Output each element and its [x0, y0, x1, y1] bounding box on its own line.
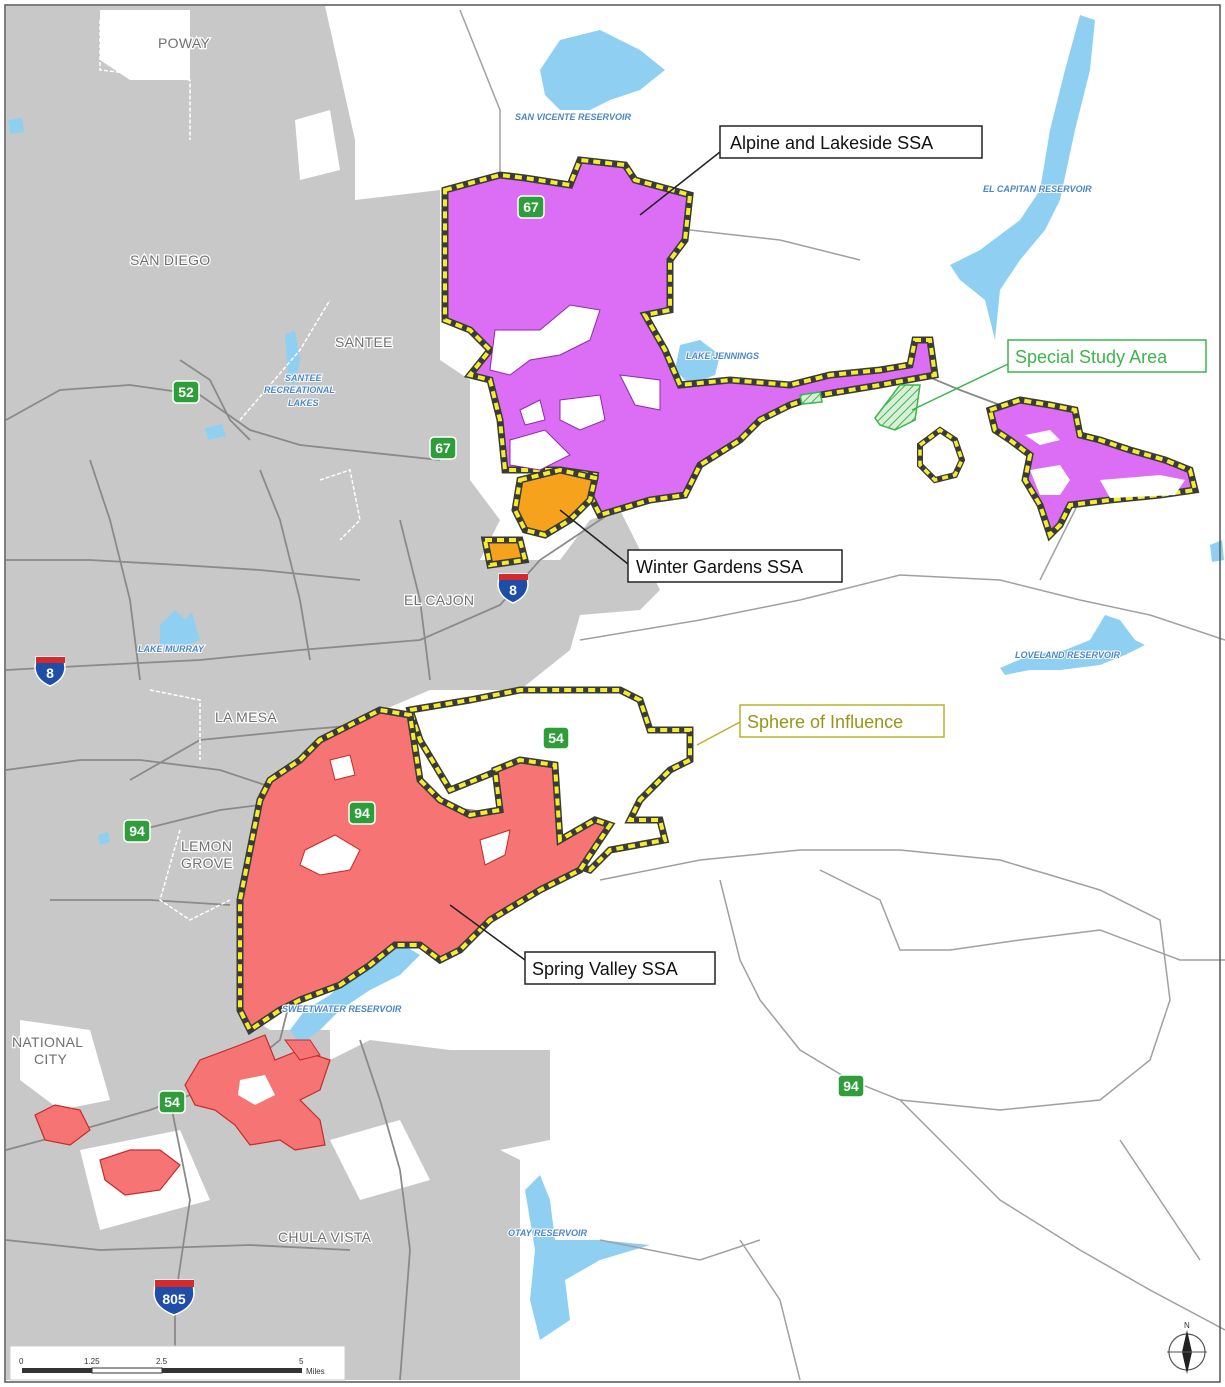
- loveland-reservoir: [1000, 615, 1145, 675]
- scale-unit: Miles: [306, 1367, 325, 1376]
- svg-text:Special Study Area: Special Study Area: [1015, 347, 1168, 367]
- callout-spring-valley: Spring Valley SSA: [449, 904, 716, 985]
- sweetwater-reservoir: [290, 940, 420, 1045]
- small-lake-2: [8, 118, 24, 134]
- svg-text:N: N: [1184, 1321, 1190, 1330]
- label-el-cajon: EL CAJON: [404, 592, 474, 608]
- svg-text:Alpine and Lakeside SSA: Alpine and Lakeside SSA: [730, 133, 933, 153]
- special-study-area: [799, 384, 966, 484]
- svg-text:94: 94: [843, 1078, 859, 1094]
- water-bodies: [8, 15, 1224, 1340]
- callout-winter-gardens: Winter Gardens SSA: [559, 509, 843, 583]
- label-san-vicente: SAN VICENTE RESERVOIR: [515, 112, 632, 122]
- label-city: CITY: [34, 1051, 67, 1067]
- callout-alpine-lakeside: Alpine and Lakeside SSA: [639, 125, 983, 216]
- scale-tick-3: 5: [299, 1357, 304, 1366]
- santee-lakes: [285, 330, 300, 385]
- place-labels: POWAY SAN DIEGO SANTEE EL CAJON LA MESA …: [11, 34, 476, 1247]
- interstate-8-shield-east: 8: [497, 573, 529, 604]
- rural-roads: [459, 9, 1225, 1381]
- route-94-shield-center: 94: [348, 801, 376, 825]
- north-arrow-icon: N: [1167, 1321, 1207, 1374]
- label-national: NATIONAL: [12, 1034, 83, 1050]
- svg-text:8: 8: [509, 582, 517, 598]
- map-frame: [4, 4, 1221, 1383]
- label-lake-murray: LAKE MURRAY: [138, 644, 205, 654]
- svg-text:Sphere of Influence: Sphere of Influence: [747, 712, 903, 732]
- label-santee: SANTEE: [335, 334, 393, 350]
- label-otay: OTAY RESERVOIR: [508, 1228, 588, 1238]
- urban-area: [6, 6, 660, 1380]
- lake-jennings: [675, 340, 720, 385]
- svg-text:Spring Valley SSA: Spring Valley SSA: [532, 959, 678, 979]
- svg-text:67: 67: [435, 440, 451, 456]
- water-labels: SAN VICENTE RESERVOIR EL CAPITAN RESERVO…: [137, 111, 1122, 1239]
- route-67-shield-south: 67: [429, 436, 457, 460]
- label-loveland: LOVELAND RESERVOIR: [1015, 650, 1121, 660]
- alpine-lakeside-ssa: [441, 156, 1200, 542]
- svg-text:54: 54: [548, 730, 564, 746]
- callouts: Alpine and Lakeside SSA Special Study Ar…: [449, 125, 1207, 985]
- label-grove: GROVE: [181, 855, 233, 871]
- scale-tick-2: 2.5: [156, 1357, 168, 1366]
- svg-text:805: 805: [162, 1291, 186, 1307]
- label-chula-vista: CHULA VISTA: [278, 1229, 372, 1245]
- route-94-shield-east: 94: [837, 1074, 865, 1098]
- scale-tick-1: 1.25: [84, 1357, 100, 1366]
- label-la-mesa: LA MESA: [215, 709, 277, 725]
- lake-murray: [160, 610, 200, 650]
- label-lake-jennings: LAKE JENNINGS: [686, 351, 759, 361]
- route-52-shield: 52: [172, 380, 200, 404]
- small-lake-4: [98, 832, 110, 845]
- san-vicente-reservoir: [540, 30, 665, 110]
- route-54-shield-north: 54: [542, 726, 570, 750]
- interstate-805-shield: 805: [153, 1279, 195, 1316]
- label-el-capitan: EL CAPITAN RESERVOIR: [983, 184, 1092, 194]
- label-santee-lakes-3: LAKES: [288, 398, 319, 408]
- spring-valley-ssa: [34, 706, 616, 1196]
- route-54-shield-south: 54: [158, 1090, 186, 1114]
- highway-shields: 67 67 52 54 54 94 94 94: [34, 195, 865, 1316]
- label-sweetwater: SWEETWATER RESERVOIR: [282, 1004, 402, 1014]
- scale-bar: 0 1.25 2.5 5 Miles: [9, 1345, 346, 1381]
- svg-text:67: 67: [523, 199, 539, 215]
- svg-text:54: 54: [164, 1094, 180, 1110]
- label-santee-lakes-2: RECREATIONAL: [264, 385, 335, 395]
- callout-sphere-influence: Sphere of Influence: [696, 704, 945, 746]
- scale-tick-0: 0: [19, 1357, 24, 1366]
- boundary-lines: [99, 20, 361, 921]
- callout-special-study: Special Study Area: [911, 339, 1207, 411]
- winter-gardens-ssa: [480, 466, 600, 569]
- small-lake-1: [205, 424, 226, 440]
- route-94-shield-west: 94: [123, 819, 151, 843]
- interstate-8-shield-west: 8: [34, 656, 66, 687]
- route-67-shield-north: 67: [517, 195, 545, 219]
- label-lemon: LEMON: [181, 838, 232, 854]
- el-capitan-reservoir: [950, 15, 1095, 340]
- svg-text:94: 94: [354, 805, 370, 821]
- label-poway: POWAY: [158, 35, 210, 51]
- svg-text:Winter Gardens SSA: Winter Gardens SSA: [636, 557, 803, 577]
- svg-text:52: 52: [178, 384, 194, 400]
- otay-reservoir: [525, 1175, 650, 1340]
- label-santee-lakes-1: SANTEE: [285, 373, 323, 383]
- svg-text:8: 8: [46, 665, 54, 681]
- svg-text:94: 94: [129, 823, 145, 839]
- label-san-diego: SAN DIEGO: [130, 252, 211, 268]
